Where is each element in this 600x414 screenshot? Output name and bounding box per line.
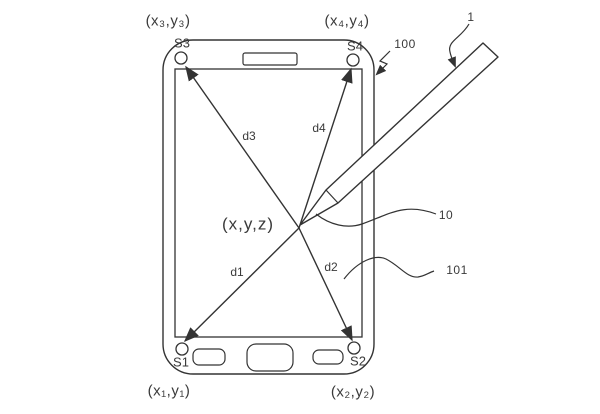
coord-label-s1: (x₁,y₁) xyxy=(147,382,191,400)
ref-label-10: 10 xyxy=(438,208,454,222)
distance-label-d4: d4 xyxy=(312,121,326,135)
sensor-s1-circle xyxy=(175,342,189,356)
stylus-ferrule-line xyxy=(325,189,339,204)
touch-point-label: (x,y,z) xyxy=(221,214,275,234)
sensor-label-s4: S4 xyxy=(347,38,363,54)
ref-label-100: 100 xyxy=(394,37,416,51)
distance-line-d3 xyxy=(185,65,300,229)
stylus xyxy=(299,42,499,226)
stylus-body xyxy=(299,42,499,226)
sensor-s3-circle xyxy=(174,51,188,65)
coord-label-s3: (x₃,y₃) xyxy=(145,12,191,30)
distance-arrows xyxy=(183,65,353,343)
coord-label-s4: (x₄,y₄) xyxy=(324,12,370,30)
distance-line-d4 xyxy=(298,67,353,229)
ref-label-1: 1 xyxy=(467,10,475,24)
leader-1 xyxy=(447,23,470,69)
menu-button xyxy=(192,348,226,366)
distance-line-d2 xyxy=(298,227,353,342)
leader-100 xyxy=(375,50,391,76)
distance-label-d1: d1 xyxy=(230,265,244,279)
distance-label-d2: d2 xyxy=(324,260,338,274)
distance-label-d3: d3 xyxy=(242,129,256,143)
home-button xyxy=(246,343,294,372)
distance-line-d1 xyxy=(183,227,300,343)
corner-sensors xyxy=(174,51,361,356)
sensor-s2-circle xyxy=(347,341,361,355)
speaker-slot xyxy=(242,52,298,66)
leader-10 xyxy=(315,208,437,227)
back-button xyxy=(312,349,344,365)
sensor-label-s1: S1 xyxy=(173,354,189,370)
leader-lines xyxy=(315,23,470,280)
sensor-label-s2: S2 xyxy=(350,353,366,369)
sensor-s4-circle xyxy=(346,53,360,67)
sensor-label-s3: S3 xyxy=(174,35,190,51)
ref-label-101: 101 xyxy=(446,263,468,277)
leader-101 xyxy=(343,256,435,280)
coord-label-s2: (x₂,y₂) xyxy=(330,383,376,401)
